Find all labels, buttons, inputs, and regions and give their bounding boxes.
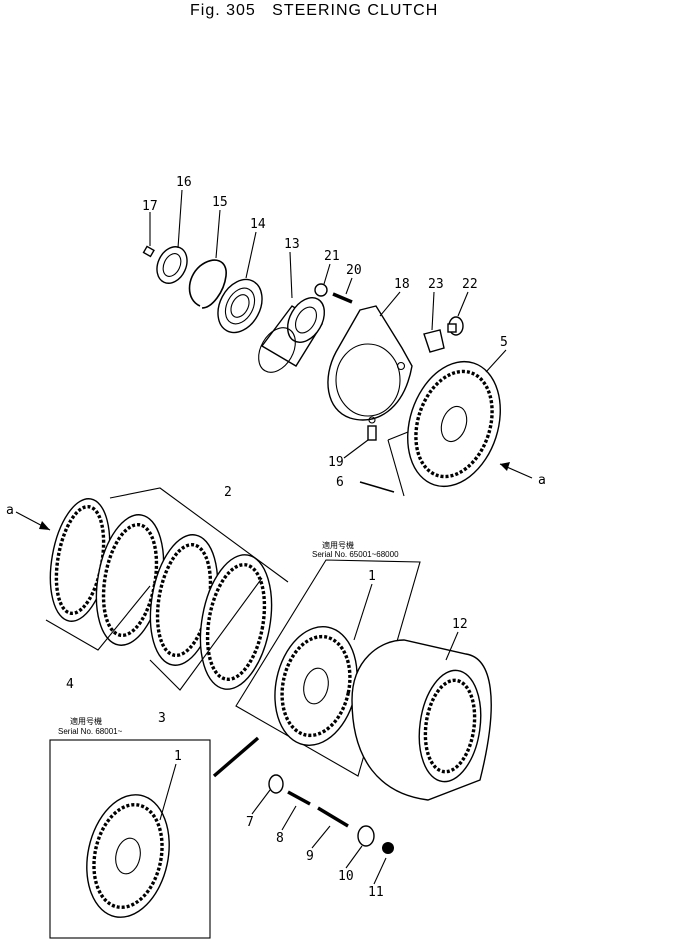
callout-9: 9 <box>306 849 314 864</box>
part-19-pin <box>367 425 377 441</box>
part-12-clutch-drum <box>351 639 492 801</box>
part-6-bolt <box>359 431 409 497</box>
part-15-snap-ring <box>188 259 227 309</box>
callout-15: 15 <box>212 195 228 210</box>
figure-number: Fig. 305 <box>190 2 256 19</box>
part-16-seal <box>156 246 188 284</box>
leader-lines <box>149 189 507 885</box>
part-17-bolt <box>142 245 155 258</box>
callout-19: 19 <box>328 455 344 470</box>
callout-1: 1 <box>368 569 376 584</box>
part-5-brake-drum <box>407 360 501 488</box>
part-18-lever <box>327 305 413 424</box>
callout-labels: 17 16 15 14 13 21 20 18 23 22 5 19 6 2 4… <box>66 175 508 900</box>
inset-box-lower-variant <box>49 736 260 939</box>
serial-note-upper: 適用号機 Serial No. 65001~68000 <box>312 540 399 559</box>
part-20-stud <box>332 292 353 304</box>
svg-text:a: a <box>538 473 546 488</box>
section-marker-right: a <box>499 462 546 488</box>
part-1-clutch-hub-upper <box>235 559 421 777</box>
callout-11: 11 <box>368 885 384 900</box>
callout-16: 16 <box>176 175 192 190</box>
part-13-hub <box>258 297 326 373</box>
callout-13: 13 <box>284 237 300 252</box>
part-21-nut <box>314 283 328 297</box>
callout-20: 20 <box>346 263 362 278</box>
section-marker-left: a <box>6 503 51 531</box>
callout-10: 10 <box>338 869 354 884</box>
figure-name: STEERING CLUTCH <box>272 2 439 19</box>
callout-5: 5 <box>500 335 508 350</box>
callout-23: 23 <box>428 277 444 292</box>
svg-text:a: a <box>6 503 14 518</box>
callout-3: 3 <box>158 711 166 726</box>
callout-12: 12 <box>452 617 468 632</box>
callout-17: 17 <box>142 199 158 214</box>
part-14-bearing <box>217 278 263 334</box>
callout-6: 6 <box>336 475 344 490</box>
svg-text:Serial No. 65001~68000: Serial No. 65001~68000 <box>312 550 399 559</box>
callout-21: 21 <box>324 249 340 264</box>
part-8-spring <box>287 790 311 806</box>
figure-title: Fig. 305 STEERING CLUTCH <box>190 2 438 20</box>
callout-14: 14 <box>250 217 266 232</box>
callout-1-inset: 1 <box>174 749 182 764</box>
callout-7: 7 <box>246 815 254 830</box>
part-10-retainer <box>357 825 375 847</box>
part-23-plate <box>423 329 445 353</box>
svg-text:Serial No. 68001~: Serial No. 68001~ <box>58 727 123 736</box>
serial-note-lower: 適用号機 Serial No. 68001~ <box>58 716 123 736</box>
part-9-spring <box>317 806 349 828</box>
callout-22: 22 <box>462 277 478 292</box>
part-11-nut <box>382 842 394 854</box>
callout-18: 18 <box>394 277 410 292</box>
callout-2: 2 <box>224 485 232 500</box>
callout-8: 8 <box>276 831 284 846</box>
svg-text:適用号機: 適用号機 <box>322 540 354 550</box>
svg-text:適用号機: 適用号機 <box>70 716 102 726</box>
part-7-washer <box>268 774 284 794</box>
part-22-fitting <box>447 316 464 336</box>
callout-4: 4 <box>66 677 74 692</box>
